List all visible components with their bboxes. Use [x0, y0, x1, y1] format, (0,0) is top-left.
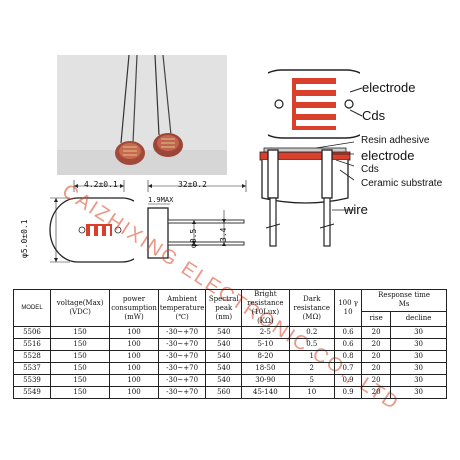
label-wire: wire: [344, 202, 368, 217]
header-decline: decline: [390, 310, 447, 328]
label-cds-side: Cds: [361, 164, 379, 175]
header-dark-resistance: Dark resistance (MΩ): [288, 289, 336, 327]
side-view-drawing: [147, 180, 247, 259]
header-voltage: voltage(Max) (VDC): [49, 289, 111, 327]
label-resin-adhesive: Resin adhesive: [361, 135, 430, 146]
dimension-lead-diameter: φ0.5: [189, 228, 198, 248]
header-rise: rise: [361, 310, 392, 328]
label-cds: Cds: [362, 108, 386, 123]
cross-section-diagram: [259, 141, 355, 247]
product-photo: [57, 55, 227, 175]
callout-lines-top: [350, 87, 363, 117]
header-ambient-temperature: Ambient temperature (℃): [157, 289, 207, 327]
header-spectral-peak: Spectral peak (nm): [205, 289, 243, 327]
dimension-max: 1.9MAX: [148, 196, 174, 204]
header-subrow: rise decline: [14, 310, 447, 328]
photoresistor-photo: [57, 55, 227, 175]
header-bright-resistance: Bright resistance (10Lux) (KΩ): [241, 289, 290, 327]
label-electrode: electrode: [362, 80, 416, 95]
dimension-width: 4.2±0.1: [84, 180, 118, 189]
header-row: MODEL voltage(Max) (VDC) power consumpti…: [13, 289, 447, 327]
header-power: power consumption (mW): [109, 289, 159, 327]
label-ceramic-substrate: Ceramic substrate: [361, 178, 443, 189]
header-model: MODEL: [13, 289, 51, 327]
dimension-diameter: φ5.0±0.1: [20, 219, 29, 258]
label-electrode-side: electrode: [361, 148, 415, 163]
cds-cell-top-diagram: [268, 69, 360, 139]
dimension-length: 32±0.2: [178, 180, 207, 189]
header-response-time: Response time Ms: [361, 289, 447, 312]
header-gamma: 100 γ 10: [334, 289, 363, 327]
spec-table: MODEL voltage(Max) (VDC) power consumpti…: [13, 289, 447, 399]
front-view-drawing: [49, 180, 134, 263]
dimension-pitch: 3.4: [219, 227, 228, 242]
